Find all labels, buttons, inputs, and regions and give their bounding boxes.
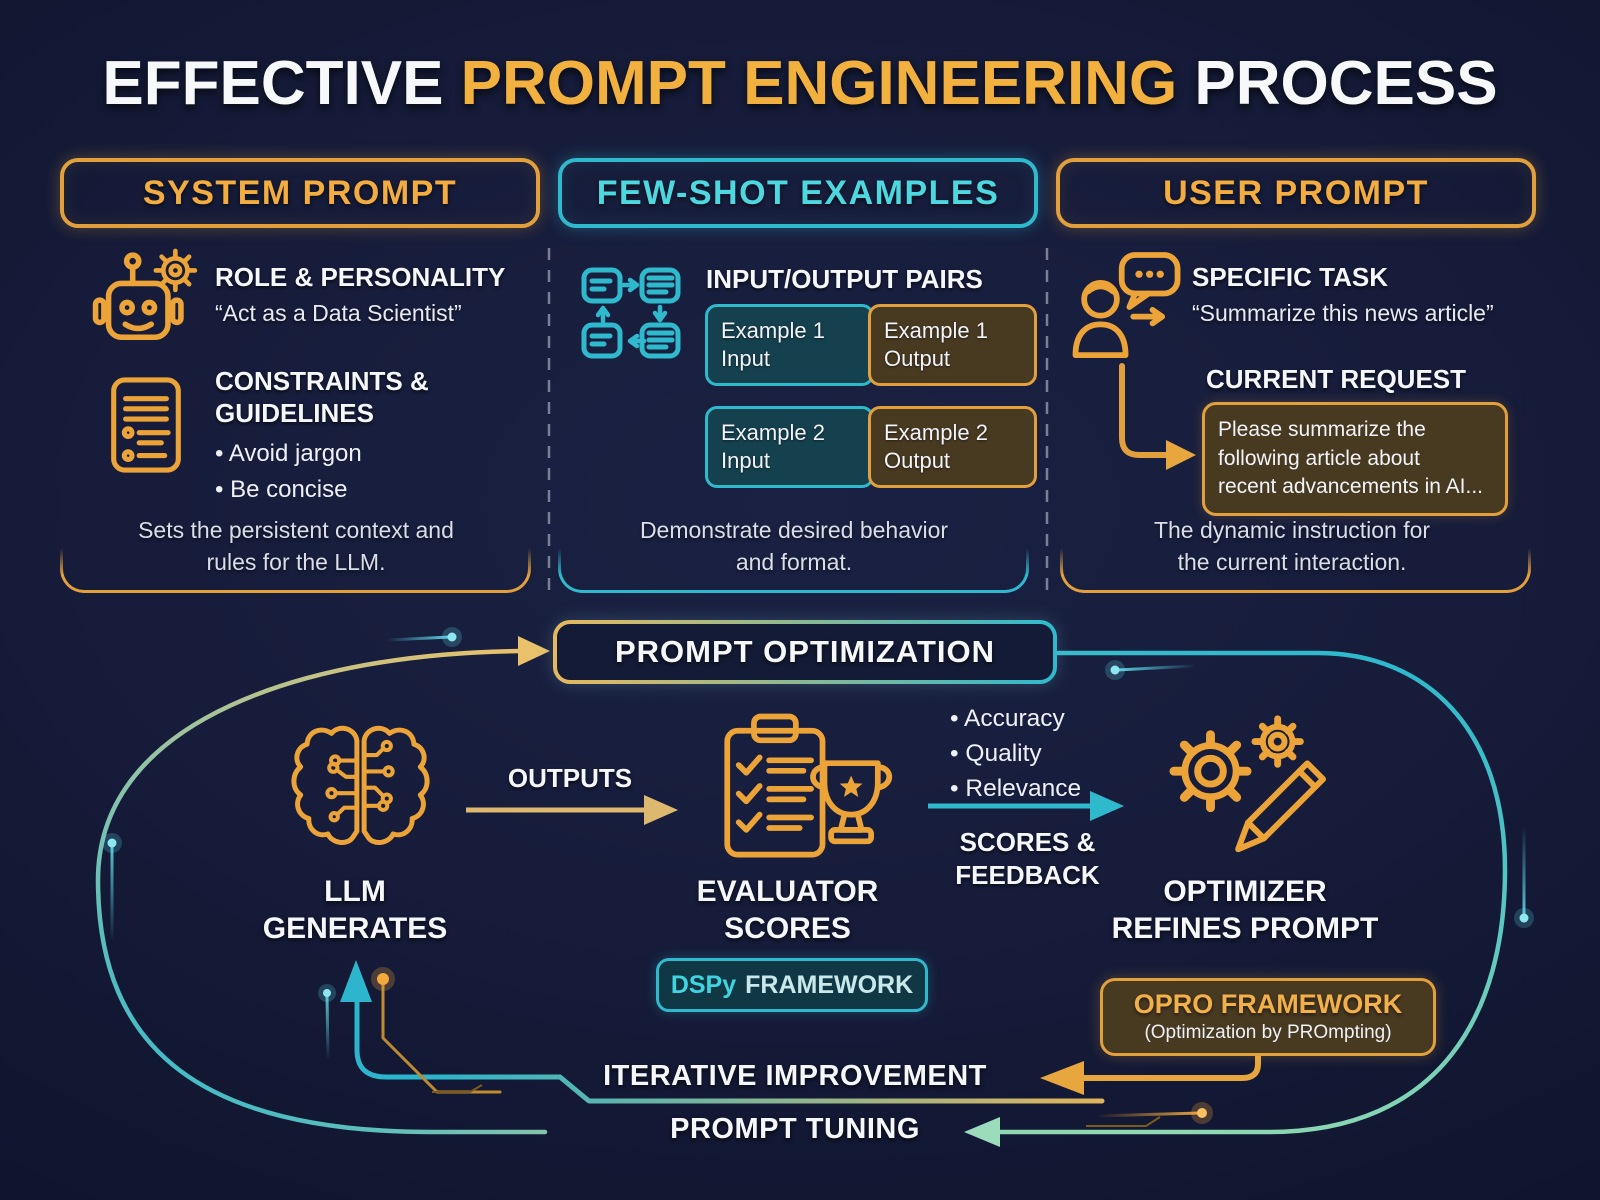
prompt-tuning-arrowhead: [964, 1117, 1000, 1147]
iterative-improvement-label: ITERATIVE IMPROVEMENT: [603, 1060, 987, 1092]
dspy-name: DSPy: [670, 970, 737, 999]
comet-top-right: [1105, 660, 1195, 680]
comet-bottom-orange: [1097, 1102, 1213, 1124]
document-list-icon: [111, 377, 181, 473]
title-part-2: PROMPT ENGINEERING: [460, 49, 1178, 118]
circuit-node: [377, 973, 389, 985]
user-elbow-arrowhead: [1166, 440, 1196, 470]
current-request-title: CURRENT REQUEST: [1206, 364, 1467, 394]
specific-task-quote: “Summarize this news article”: [1192, 300, 1494, 326]
comet-top-left: [387, 627, 462, 647]
llm-generates-label: LLM GENERATES: [262, 875, 448, 945]
comet-far-left: [102, 833, 122, 940]
fewshot-column-border: [558, 548, 1029, 593]
trophy-star: [839, 775, 863, 798]
dspy-framework-badge: DSPy FRAMEWORK: [656, 958, 928, 1012]
user-column-border: [1060, 548, 1531, 593]
left-loop-arrowhead: [518, 636, 550, 666]
system-prompt-header: SYSTEM PROMPT: [60, 158, 540, 228]
system-column-border: [60, 548, 531, 593]
trace-bottom-right: [1086, 1116, 1161, 1127]
scores-arrowhead: [1090, 791, 1124, 821]
io-pairs-icon: [581, 267, 681, 359]
dspy-word: FRAMEWORK: [745, 970, 914, 999]
left-loop-line: [95, 648, 548, 1135]
gears-pencil-icon: [1169, 715, 1327, 853]
title-part-3: PROCESS: [1177, 49, 1498, 118]
scores-feedback-label: SCORES & FEEDBACK: [955, 827, 1100, 890]
example1-input-box: Example 1 Input: [705, 304, 874, 386]
clipboard-trophy-icon: [724, 713, 893, 858]
criteria-list: • Accuracy • Quality • Relevance: [950, 705, 1082, 802]
user-chat-icon: [1072, 252, 1181, 359]
user-elbow-arrow: [1119, 363, 1171, 458]
user-footer-text: The dynamic instruction for the current …: [1153, 517, 1431, 576]
current-request-box: Please summarize the following article a…: [1202, 402, 1508, 516]
comet-right: [1514, 828, 1534, 928]
user-prompt-header: USER PROMPT: [1056, 158, 1536, 228]
prompt-optimization-label: PROMPT OPTIMIZATION: [557, 624, 1053, 680]
io-pairs-title: INPUT/OUTPUT PAIRS: [706, 264, 983, 294]
fewshot-footer-text: Demonstrate desired behavior and format.: [639, 517, 949, 576]
brain-circuit-icon: [291, 725, 430, 845]
robot-gear-icon: [92, 248, 198, 341]
feedback-up-arrowhead: [340, 960, 372, 1002]
role-personality-quote: “Act as a Data Scientist”: [215, 300, 462, 326]
specific-task-title: SPECIFIC TASK: [1192, 262, 1388, 292]
title-part-1: EFFECTIVE: [102, 49, 461, 118]
right-loop-line: [977, 650, 1508, 1135]
opro-framework-badge: OPRO FRAMEWORK (Optimization by PROmptin…: [1100, 978, 1436, 1056]
outputs-arrowhead: [644, 795, 678, 825]
prompt-tuning-label: PROMPT TUNING: [670, 1113, 920, 1145]
iterative-arrowhead: [1040, 1061, 1084, 1095]
prompt-optimization-box: PROMPT OPTIMIZATION: [553, 620, 1057, 684]
page-title: EFFECTIVE PROMPT ENGINEERING PROCESS: [0, 48, 1600, 119]
optimizer-refines-label: OPTIMIZER REFINES PROMPT: [1111, 875, 1379, 945]
constraints-title: CONSTRAINTS & GUIDELINES: [215, 366, 429, 428]
feedback-elbow-line: [354, 992, 1105, 1104]
role-personality-title: ROLE & PERSONALITY: [215, 262, 506, 292]
opro-subtitle: (Optimization by PROmpting): [1144, 1022, 1392, 1043]
evaluator-scores-label: EVALUATOR SCORES: [696, 875, 879, 945]
trace-bottom-left: [432, 1084, 483, 1093]
example2-input-box: Example 2 Input: [705, 406, 874, 488]
comet-mid-left: [318, 984, 336, 1059]
system-footer-text: Sets the persistent context and rules fo…: [138, 517, 454, 576]
opro-elbow-line: [1051, 1053, 1261, 1081]
opro-title: OPRO FRAMEWORK: [1133, 989, 1403, 1019]
example2-output-box: Example 2 Output: [868, 406, 1037, 488]
constraints-bullets: • Avoid jargon • Be concise: [215, 440, 362, 503]
example1-output-box: Example 1 Output: [868, 304, 1037, 386]
outputs-label: OUTPUTS: [507, 763, 633, 793]
few-shot-header: FEW-SHOT EXAMPLES: [558, 158, 1038, 228]
